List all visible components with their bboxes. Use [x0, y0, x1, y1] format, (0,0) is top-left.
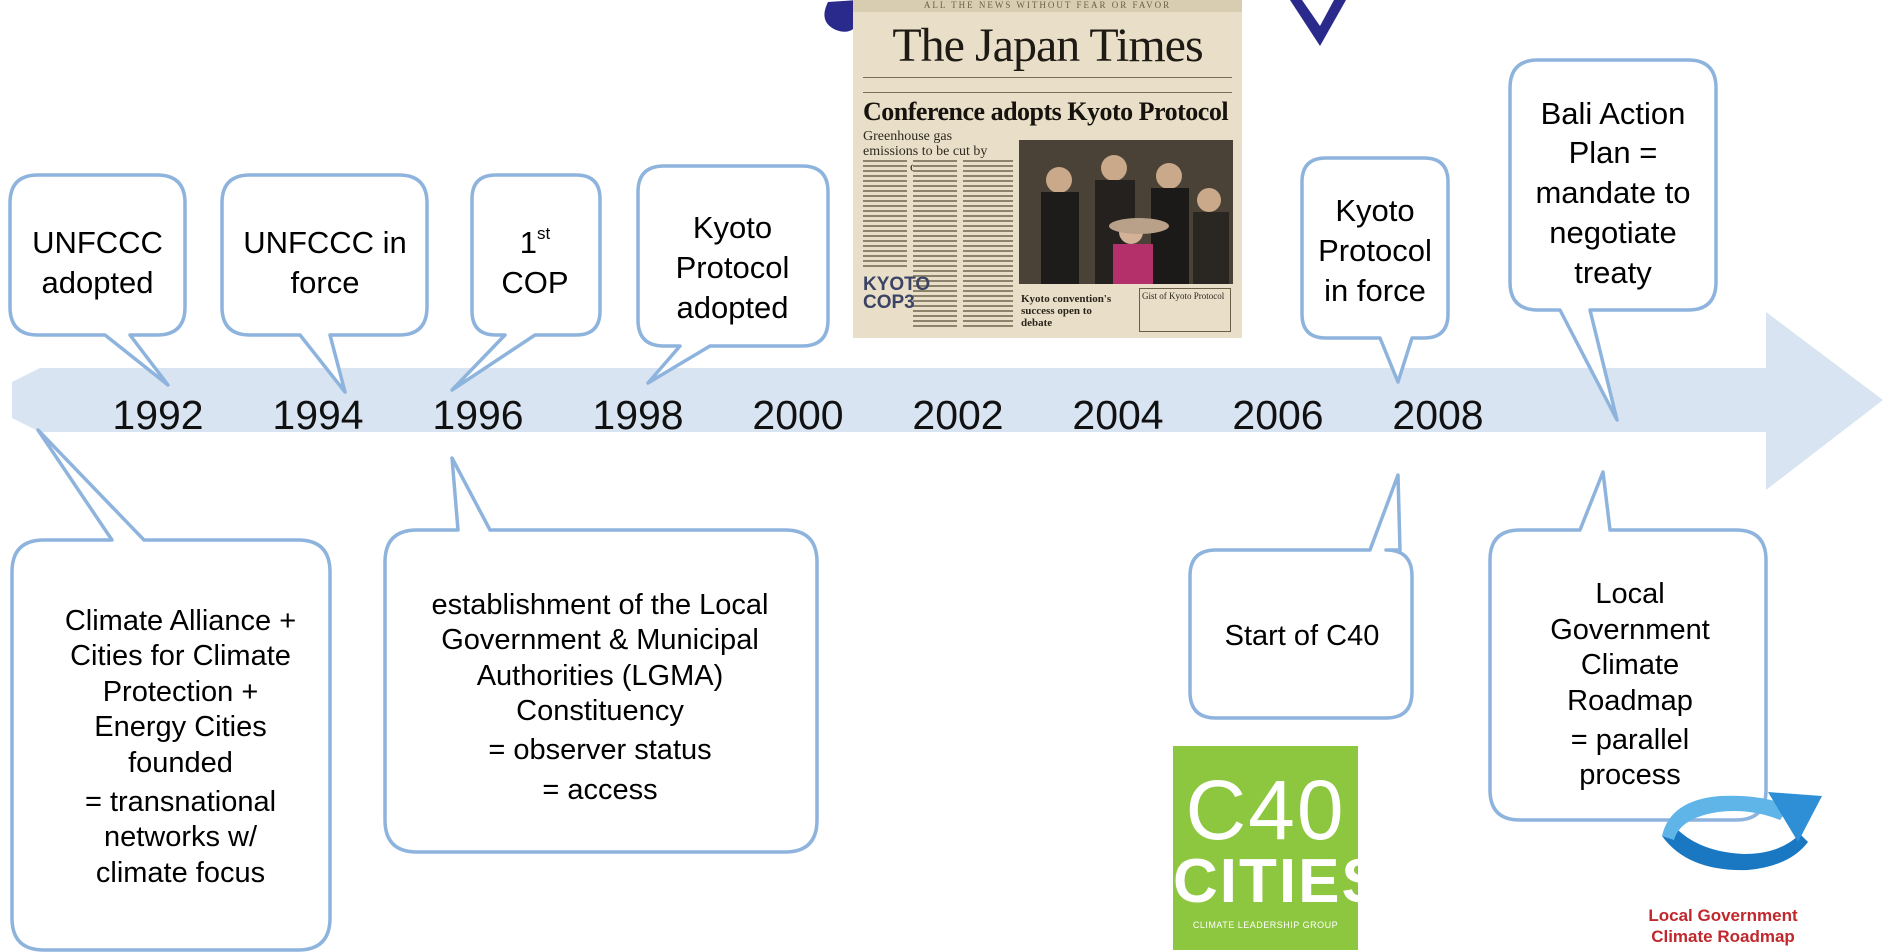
japan-times-front-page-image: ALL THE NEWS WITHOUT FEAR OR FAVOR The J…	[853, 0, 1242, 338]
logo-line: C40	[1185, 763, 1346, 857]
year-label: 2006	[1232, 392, 1324, 438]
logo-line: KYOTO	[863, 274, 931, 295]
year-label: 2008	[1392, 392, 1484, 438]
newspaper-column	[863, 160, 907, 270]
bubble-start-of-c40	[1188, 473, 1414, 720]
year-label: 1994	[272, 392, 364, 438]
title-fragment	[824, 0, 1346, 46]
event-note: = transnational networks w/ climate focu…	[84, 785, 277, 889]
event-text: Local Government Climate Roadmap	[1550, 578, 1710, 717]
year-label: 2000	[752, 392, 844, 438]
event-lgma-constituency: establishment of the Local Government & …	[385, 548, 815, 848]
event-text: UNFCCC in force	[243, 225, 407, 300]
event-text: UNFCCC adopted	[32, 225, 163, 300]
newspaper-column	[913, 160, 957, 330]
logo-line: Local Government	[1648, 906, 1798, 925]
bubble-transnational-networks	[10, 428, 332, 952]
timeline-arrow	[12, 312, 1883, 490]
newspaper-caption: Kyoto convention's success open to debat…	[1021, 293, 1112, 330]
event-note: = parallel process	[1570, 723, 1690, 792]
event-text: establishment of the Local Government & …	[431, 588, 769, 727]
event-unfccc-adopted: UNFCCC adopted	[10, 193, 185, 333]
event-text: Kyoto Protocol adopted	[675, 210, 790, 325]
event-kyoto-in-force: Kyoto Protocol in force	[1305, 166, 1445, 336]
newspaper-sidebar-box: Gist of Kyoto Protocol	[1139, 288, 1231, 332]
year-label: 2002	[912, 392, 1004, 438]
bubble-kyoto-in-force	[1300, 156, 1450, 384]
event-bali-action-plan: Bali Action Plan = mandate to negotiate …	[1513, 82, 1713, 304]
bubble-unfccc-adopted	[8, 173, 187, 387]
event-note: = access	[542, 773, 658, 806]
bubble-kyoto-adopted	[636, 164, 830, 385]
logo-line: Climate Roadmap	[1651, 927, 1795, 946]
newspaper-tagline: ALL THE NEWS WITHOUT FEAR OR FAVOR	[853, 0, 1242, 12]
event-lg-climate-roadmap: Local Government Climate Roadmap = paral…	[1490, 553, 1770, 818]
bubble-first-cop	[450, 173, 602, 392]
ordinal-suffix: st	[537, 224, 551, 244]
bubble-lg-climate-roadmap	[1488, 470, 1768, 822]
year-label: 2004	[1072, 392, 1164, 438]
event-text: Bali Action Plan = mandate to negotiate …	[1535, 95, 1691, 290]
event-kyoto-adopted: Kyoto Protocol adopted	[640, 193, 825, 343]
year-label: 1996	[432, 392, 524, 438]
newspaper-column	[963, 160, 1013, 330]
c40-cities-logo: C40 CITIES CLIMATE LEADERSHIP GROUP	[1173, 746, 1385, 950]
cop-label: COP	[501, 265, 569, 300]
ordinal-number: 1	[519, 225, 537, 261]
newspaper-headline: Conference adopts Kyoto Protocol	[863, 97, 1229, 126]
event-text: Start of C40	[1224, 620, 1380, 653]
roadmap-swoosh-icon	[1662, 792, 1822, 871]
logo-line: CLIMATE LEADERSHIP GROUP	[1192, 920, 1339, 930]
year-label: 1992	[112, 392, 204, 438]
bubble-lgma-constituency	[383, 456, 819, 854]
event-unfccc-in-force: UNFCCC in force	[225, 193, 425, 333]
bubble-bali-action-plan	[1508, 58, 1718, 422]
event-text: Climate Alliance + Cities for Climate Pr…	[64, 605, 297, 779]
event-text: Kyoto Protocol in force	[1318, 193, 1432, 308]
bubble-unfccc-in-force	[220, 173, 429, 394]
newspaper-dateline	[863, 77, 1232, 93]
newspaper-masthead: The Japan Times	[892, 19, 1203, 72]
year-label: 1998	[592, 392, 684, 438]
event-note: = observer status	[488, 734, 712, 767]
lg-climate-roadmap-logo-text: Local Government Climate Roadmap	[1613, 905, 1833, 947]
logo-line: CITIES	[1173, 847, 1385, 916]
event-transnational-networks: Climate Alliance + Cities for Climate Pr…	[28, 550, 333, 945]
event-start-of-c40: Start of C40	[1192, 557, 1412, 717]
logo-line: COP3	[863, 292, 915, 314]
kyoto-cop3-logo: KYOTO COP3	[863, 274, 931, 314]
newspaper-photo	[1019, 140, 1233, 284]
